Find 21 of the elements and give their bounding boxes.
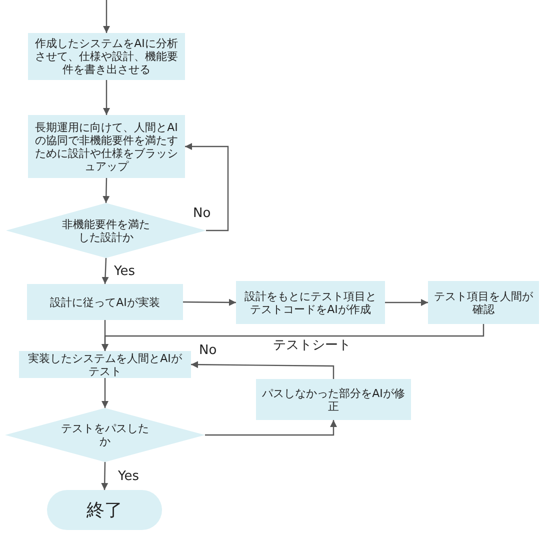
arrow	[102, 178, 110, 204]
arrow	[191, 361, 334, 379]
terminal-box: 終了	[47, 490, 162, 530]
arrow	[185, 143, 229, 232]
arrow	[102, 320, 108, 351]
process-box: 設計をもとにテスト項目とテストコードをAIが作成	[236, 281, 385, 324]
arrow	[102, 378, 108, 408]
process-box: 長期運用に向けて、人間とAIの協同で非機能要件を満たすために設計や仕様をブラッシュアップ	[28, 115, 185, 178]
arrow	[103, 80, 110, 115]
arrow	[183, 298, 236, 306]
arrow	[101, 462, 108, 490]
decision-diamond: テストをパスしたか	[5, 408, 205, 462]
arrow	[385, 299, 428, 306]
process-box: テスト項目を人間が確認	[428, 281, 539, 324]
arrow	[205, 420, 337, 436]
arrow	[102, 258, 109, 284]
process-box: 設計に従ってAIが実装	[27, 284, 183, 320]
process-box: 実装したシステムを人間とAIがテスト	[19, 351, 191, 378]
process-box: 作成したシステムをAIに分析させて、仕様や設計、機能要件を書き出させる	[28, 33, 185, 80]
arrow	[103, 0, 110, 33]
process-box: パスしなかった部分をAIが修正	[256, 379, 411, 420]
